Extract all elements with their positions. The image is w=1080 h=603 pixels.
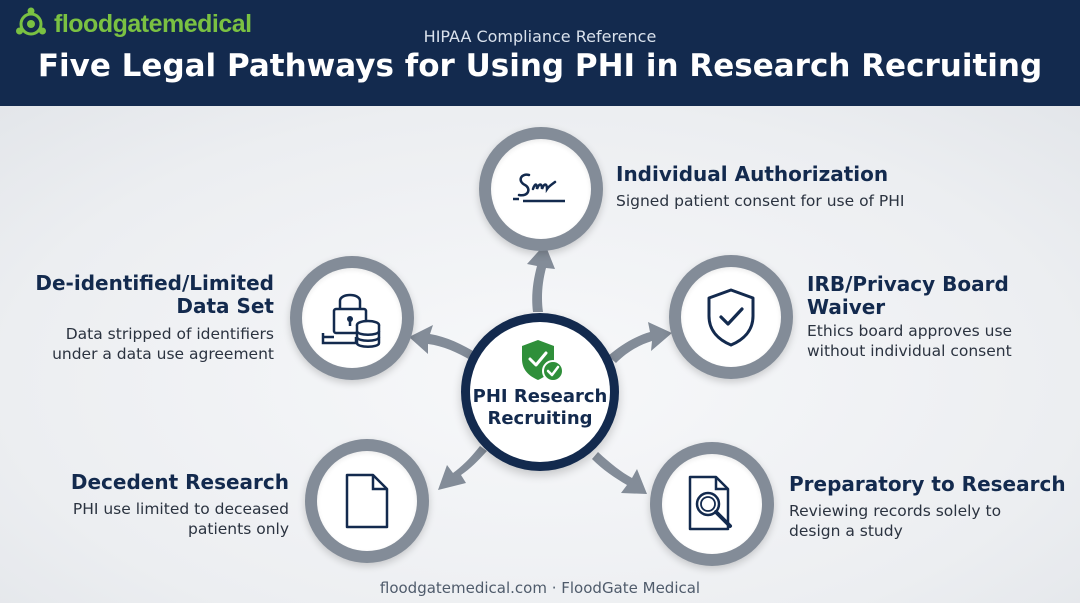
arrow-lower-left xyxy=(438,446,487,490)
node-inner xyxy=(491,139,591,239)
title-line: Data Set xyxy=(176,294,274,318)
center-hub[interactable]: PHI Research Recruiting xyxy=(461,313,619,471)
footer-credit[interactable]: floodgatemedical.com · FloodGate Medical xyxy=(379,579,701,597)
arrow-upper-right xyxy=(608,322,672,363)
brand-logo[interactable]: floodgatemedical xyxy=(14,7,252,41)
title-line: IRB/Privacy Board xyxy=(807,272,1009,296)
desc-line: Data stripped of identifiers xyxy=(65,325,274,343)
signature-icon xyxy=(513,173,565,203)
pathway-desc-preparatory-research: Reviewing records solely to design a stu… xyxy=(789,501,1001,541)
node-irb-waiver[interactable] xyxy=(669,255,793,379)
center-label: PHI Research Recruiting xyxy=(461,386,619,430)
node-deidentified-data[interactable] xyxy=(290,256,414,380)
desc-line: design a study xyxy=(789,522,903,540)
center-label-line1: PHI Research xyxy=(472,386,608,407)
node-individual-authorization[interactable] xyxy=(479,127,603,251)
title-line: Waiver xyxy=(807,295,886,319)
logo-mark-icon xyxy=(16,7,46,36)
desc-line: Reviewing records solely to xyxy=(789,502,1002,520)
pathway-title-preparatory-research: Preparatory to Research xyxy=(789,472,1066,496)
pathways-diagram: PHI Research Recruiting Individual Autho… xyxy=(0,106,1080,603)
desc-line: without individual consent xyxy=(807,342,1012,360)
node-inner xyxy=(317,451,417,551)
desc-line: patients only xyxy=(188,520,289,538)
shield-check-icon xyxy=(522,340,564,382)
pathway-desc-irb-waiver: Ethics board approves use without indivi… xyxy=(807,321,1012,361)
document-icon xyxy=(345,473,389,529)
page-subtitle: HIPAA Compliance Reference xyxy=(423,27,657,46)
header-banner: floodgatemedical HIPAA Compliance Refere… xyxy=(0,0,1080,106)
pathway-desc-decedent-research: PHI use limited to deceased patients onl… xyxy=(73,499,289,539)
arrow-up xyxy=(527,244,555,312)
desc-line: Ethics board approves use xyxy=(807,322,1013,340)
arrow-lower-right xyxy=(592,452,647,494)
page-title: Five Legal Pathways for Using PHI in Res… xyxy=(37,48,1043,84)
pathway-title-irb-waiver: IRB/Privacy Board Waiver xyxy=(807,273,1009,319)
node-inner xyxy=(662,454,762,554)
node-inner xyxy=(681,267,781,367)
pathway-title-decedent-research: Decedent Research xyxy=(70,470,289,494)
desc-line: under a data use agreement xyxy=(52,345,274,363)
title-line: De-identified/Limited xyxy=(35,271,274,295)
document-search-icon xyxy=(688,475,732,531)
pathway-title-deidentified-data: De-identified/Limited Data Set xyxy=(35,272,274,318)
desc-line: PHI use limited to deceased xyxy=(72,500,289,518)
logo-wordmark: floodgatemedical xyxy=(54,9,252,38)
arrow-upper-left xyxy=(409,325,478,361)
node-preparatory-research[interactable] xyxy=(650,442,774,566)
node-inner xyxy=(302,268,402,368)
pathway-desc-individual-authorization: Signed patient consent for use of PHI xyxy=(616,192,905,210)
node-decedent-research[interactable] xyxy=(305,439,429,563)
connector-arrows xyxy=(409,244,672,494)
pathway-desc-deidentified-data: Data stripped of identifiers under a dat… xyxy=(52,324,274,364)
shield-check-icon xyxy=(707,288,755,347)
pathway-title-individual-authorization: Individual Authorization xyxy=(616,162,889,186)
lock-database-icon xyxy=(321,293,381,348)
center-label-line2: Recruiting xyxy=(487,408,593,429)
